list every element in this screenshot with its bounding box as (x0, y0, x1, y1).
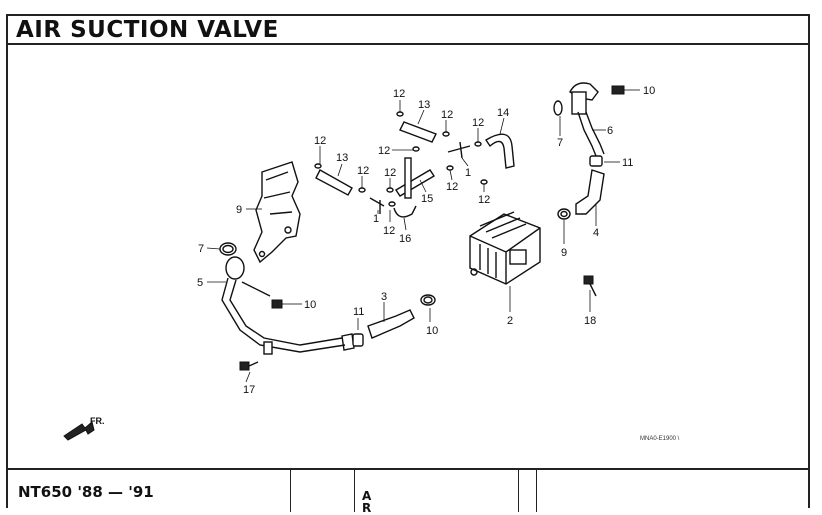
hose-part-4 (575, 169, 605, 215)
callout-16: 16 (399, 233, 411, 245)
callout-8: 9 (236, 204, 242, 216)
footer-divider (518, 470, 519, 512)
title-bar: AIR SUCTION VALVE (8, 16, 808, 45)
footer-divider (354, 470, 355, 512)
bolt-part-18 (583, 275, 597, 297)
callout-6: 6 (607, 125, 613, 137)
callout-1: 1 (373, 213, 379, 225)
callout-12: 12 (314, 135, 326, 147)
clamp-part-11-lower (352, 333, 364, 347)
footer-divider (536, 470, 537, 512)
callout-13-upper: 13 (418, 99, 430, 111)
front-label: FR. (90, 416, 105, 426)
callout-15: 15 (421, 193, 433, 205)
callout-9-lower: 10 (426, 325, 438, 337)
callout-7-left: 7 (198, 243, 204, 255)
callout-12: 12 (384, 167, 396, 179)
diagram-frame: AIR SUCTION VALVE NT650 '88 — '91 A R (6, 14, 810, 514)
callout-12: 12 (446, 181, 458, 193)
hose-part-3 (367, 309, 415, 339)
callout-2: 2 (507, 315, 513, 327)
callout-12: 12 (383, 225, 395, 237)
joint-part-1 (369, 141, 471, 214)
callout-11-lower: 11 (353, 306, 364, 318)
bracket-part-8 (253, 161, 301, 264)
leader-lines (206, 100, 620, 383)
callout-17: 17 (243, 384, 255, 396)
clamp-part-11-upper (589, 155, 603, 167)
tube-part-15 (395, 157, 435, 199)
footer-divider (290, 470, 291, 512)
callout-1: 1 (465, 167, 471, 179)
bolt-part-10-left (271, 299, 294, 309)
hose-part-16 (393, 205, 417, 218)
callout-12: 12 (478, 194, 490, 206)
o-ring-part-7-right (553, 100, 563, 116)
callout-9-upper: 9 (561, 247, 567, 259)
callout-13-lower: 13 (336, 152, 348, 164)
pipe-part-5 (221, 256, 355, 355)
callout-4: 4 (593, 227, 599, 239)
tube-part-13-upper (399, 121, 437, 143)
bolt-part-10-upper (611, 85, 640, 95)
callout-3: 3 (381, 291, 387, 303)
pipe-part-6 (569, 82, 605, 157)
clamp-part-9-upper (557, 208, 571, 220)
bolt-part-17 (239, 361, 259, 371)
callout-12: 12 (472, 117, 484, 129)
front-direction-arrow: FR. (63, 416, 105, 441)
callout-12: 12 (441, 109, 453, 121)
callout-12: 12 (378, 145, 390, 157)
callout-10-upper: 10 (643, 85, 655, 97)
model-label: NT650 '88 — '91 (18, 483, 154, 501)
callout-7-right: 7 (557, 137, 563, 149)
callout-12: 12 (357, 165, 369, 177)
callout-5: 5 (197, 277, 203, 289)
valve-part-2 (469, 211, 541, 285)
tube-part-13-lower (315, 169, 353, 196)
callout-12-top: 12 (393, 88, 405, 100)
page-title: AIR SUCTION VALVE (16, 17, 279, 43)
callout-labels: 9 7 5 10 17 11 3 10 2 4 9 11 6 7 10 18 1… (197, 85, 655, 396)
callout-10-left: 10 (304, 299, 316, 311)
o-ring-part-7-left (219, 242, 237, 256)
callout-14: 14 (497, 107, 509, 119)
clamp-part-9-lower (420, 294, 436, 306)
reference-code: MNA0-E1900 \ (640, 436, 680, 442)
hose-part-14 (485, 133, 515, 169)
callout-18: 18 (584, 315, 596, 327)
callout-11-upper: 11 (622, 157, 633, 169)
